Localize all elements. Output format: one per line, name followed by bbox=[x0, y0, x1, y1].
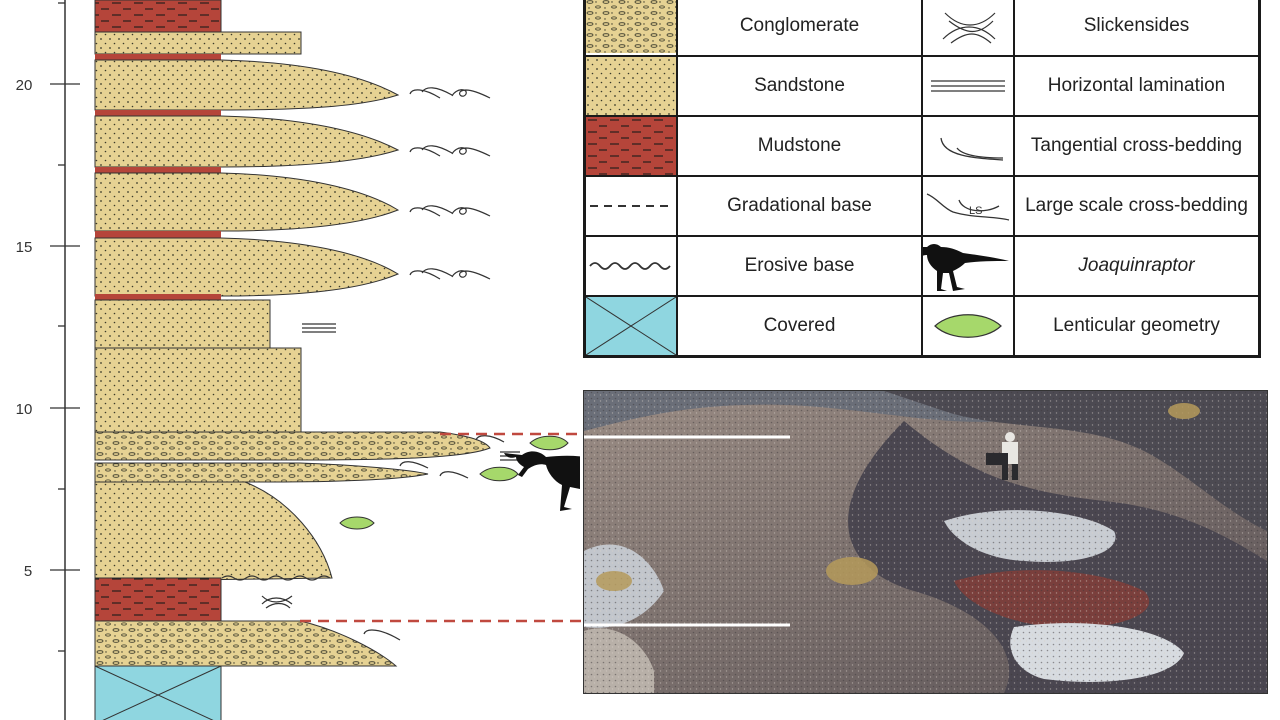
slickensides-icon bbox=[921, 0, 1015, 57]
minor-ticks bbox=[58, 2, 65, 652]
unit-conglomerate-lower bbox=[94, 462, 429, 483]
outcrop-photo bbox=[583, 390, 1268, 694]
legend-row-5: Erosive base Joaquinraptor bbox=[583, 235, 1261, 297]
large-scale-cross-bedding-icon: LS bbox=[921, 175, 1015, 237]
mud-parting-1 bbox=[95, 54, 221, 60]
mud-parting-5 bbox=[95, 294, 221, 300]
unit-covered bbox=[94, 665, 222, 720]
cross-bedding-symbols-1 bbox=[409, 87, 491, 99]
lenticular-geometry-icon bbox=[921, 295, 1015, 358]
legend-label-slickensides: Slickensides bbox=[1013, 0, 1261, 57]
joaquinraptor-silhouette-column bbox=[504, 451, 580, 511]
legend-label-mudstone: Mudstone bbox=[676, 115, 923, 177]
legend-label-tangential-cross-bedding: Tangential cross-bedding bbox=[1013, 115, 1261, 177]
erosive-base-line bbox=[221, 575, 331, 581]
legend-row-1: Conglomerate Slickensides bbox=[583, 0, 1261, 57]
cross-bedding-symbols-2 bbox=[409, 145, 491, 157]
slickensides-symbol bbox=[261, 595, 293, 609]
cross-bedding-symbols-4 bbox=[409, 268, 491, 280]
gradational-base-line bbox=[583, 175, 678, 237]
joaquinraptor-silhouette bbox=[921, 235, 1015, 297]
unit-conglomerate-upper bbox=[94, 431, 491, 461]
lenticular-geometry-lens-3 bbox=[339, 516, 375, 530]
erosive-base-line-icon bbox=[583, 235, 678, 297]
tick-label-10: 10 bbox=[16, 401, 33, 418]
legend-label-joaquinraptor: Joaquinraptor bbox=[1013, 235, 1261, 297]
legend-label-erosive-base: Erosive base bbox=[676, 235, 923, 297]
mudstone-swatch bbox=[583, 115, 678, 177]
legend-row-6: Covered Lenticular geometry bbox=[583, 295, 1261, 358]
horizontal-lamination-icon bbox=[921, 55, 1015, 117]
unit-mudstone-top bbox=[94, 0, 222, 33]
mud-parting-2 bbox=[95, 110, 221, 116]
legend-label-gradational-base: Gradational base bbox=[676, 175, 923, 237]
ls-label: LS bbox=[969, 205, 982, 217]
sandstone-swatch bbox=[583, 55, 678, 117]
legend-label-conglomerate: Conglomerate bbox=[676, 0, 923, 57]
legend-row-3: Mudstone Tangential cross-bedding bbox=[583, 115, 1261, 177]
stratigraphic-column: 20 15 10 5 bbox=[16, 0, 580, 720]
legend-label-lenticular-geometry: Lenticular geometry bbox=[1013, 295, 1261, 358]
lenticular-geometry-lens-2 bbox=[479, 466, 519, 482]
legend-label-horizontal-lamination: Horizontal lamination bbox=[1013, 55, 1261, 117]
cross-bedding-symbols-3 bbox=[409, 205, 491, 217]
unit-conglomerate-wedge-lower bbox=[94, 620, 398, 667]
mud-parting-4 bbox=[95, 231, 221, 238]
mud-parting-3 bbox=[95, 167, 221, 173]
tick-label-15: 15 bbox=[16, 239, 33, 256]
tick-label-20: 20 bbox=[16, 77, 33, 94]
unit-sandstone-wedge-1 bbox=[94, 59, 400, 111]
tangential-cross-bedding-icon bbox=[921, 115, 1015, 177]
legend-row-4: Gradational base LS Large scale cross-be… bbox=[583, 175, 1261, 237]
covered-swatch bbox=[583, 295, 678, 358]
horizontal-lamination-symbol bbox=[302, 323, 336, 333]
legend-label-sandstone: Sandstone bbox=[676, 55, 923, 117]
tick-label-5: 5 bbox=[24, 563, 32, 580]
legend-row-2: Sandstone Horizontal lamination bbox=[583, 55, 1261, 117]
major-ticks bbox=[50, 83, 80, 571]
person-figure bbox=[986, 432, 1018, 480]
unit-sandstone-wedge-3 bbox=[94, 172, 400, 232]
unit-sandstone-block-2 bbox=[94, 347, 302, 433]
tangential-cross-bedding-symbols bbox=[363, 435, 505, 641]
unit-mudstone-lower bbox=[94, 577, 222, 622]
unit-sandstone-wedge-4 bbox=[94, 237, 400, 297]
legend-table: Conglomerate Slickensides Sandstone Hori… bbox=[583, 0, 1261, 358]
unit-sandstone-wedge-2 bbox=[94, 115, 400, 168]
lenticular-geometry-lens-1 bbox=[529, 435, 569, 451]
legend-label-large-scale-cross-bedding: Large scale cross-bedding bbox=[1013, 175, 1261, 237]
legend-label-covered: Covered bbox=[676, 295, 923, 358]
conglomerate-swatch bbox=[583, 0, 678, 57]
